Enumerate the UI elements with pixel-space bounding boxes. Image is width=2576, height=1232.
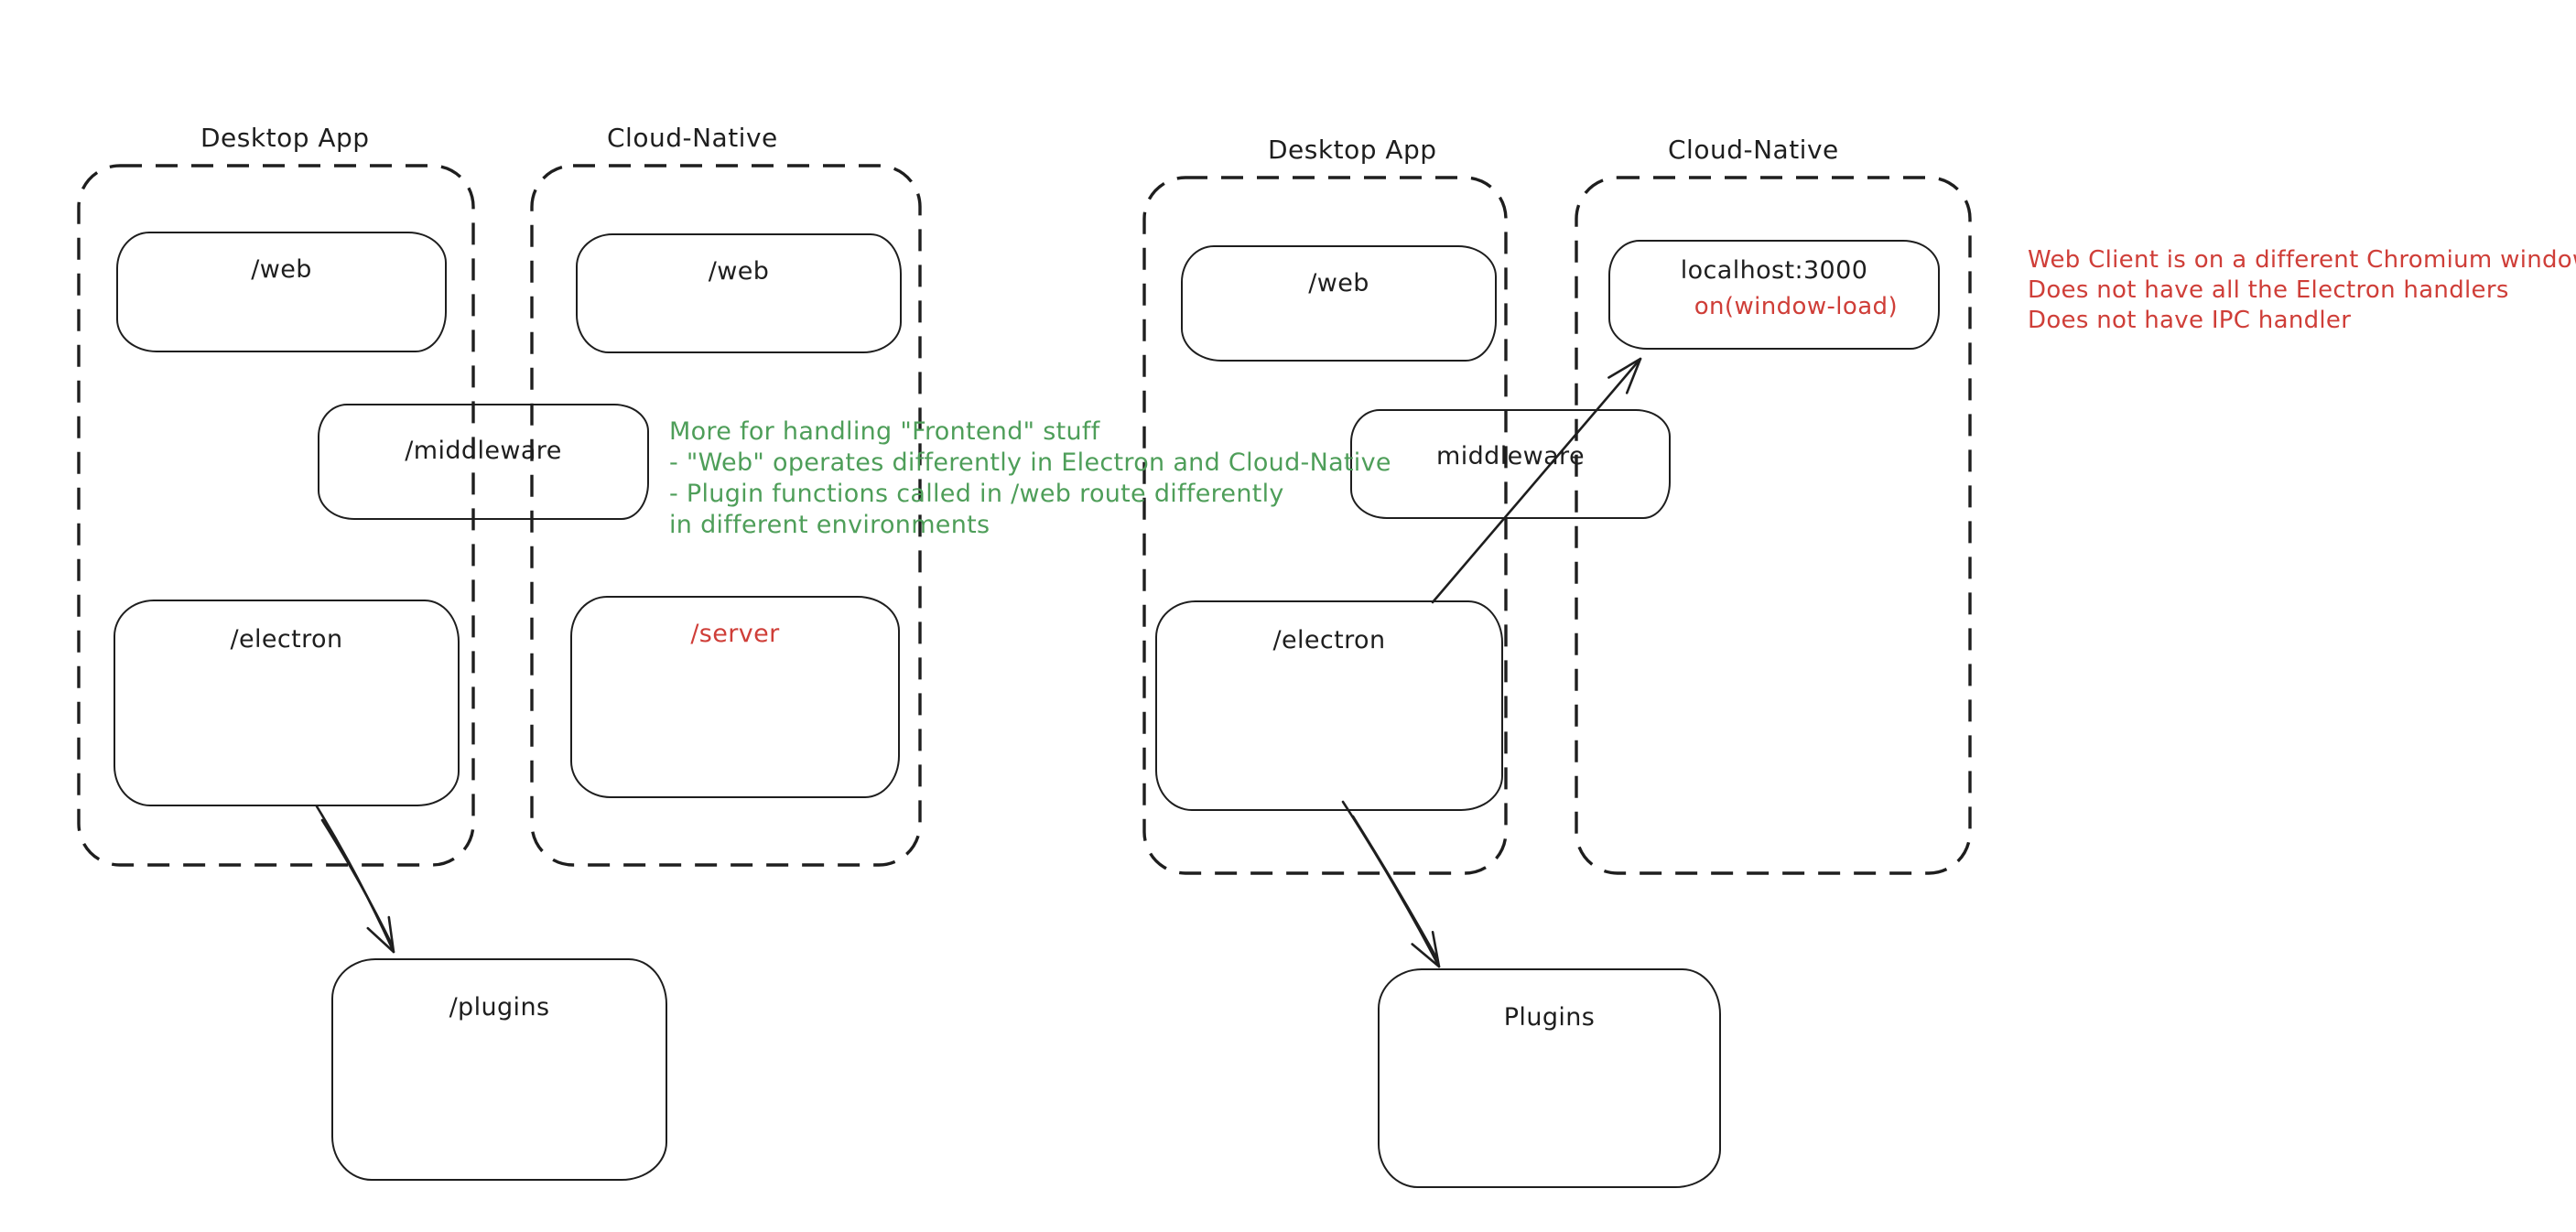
node-web-right-label: /web [1308, 269, 1369, 297]
node-plugins-left[interactable]: /plugins [331, 958, 667, 1181]
node-electron-right[interactable]: /electron [1155, 600, 1503, 811]
node-electron-left-label: /electron [230, 625, 343, 654]
node-plugins-right[interactable]: Plugins [1378, 968, 1721, 1188]
node-web-cloud-left-label: /web [708, 257, 770, 286]
note-green-line: More for handling "Frontend" stuff [669, 417, 1100, 446]
node-middleware-left-label: /middleware [405, 437, 562, 465]
group-label-desktop-app-right[interactable]: Desktop App [1268, 135, 1437, 165]
node-web-desktop-left-label: /web [251, 255, 312, 284]
on-window-load-label: on(window-load) [1694, 293, 1898, 320]
group-label-cloud-native-left[interactable]: Cloud-Native [607, 123, 778, 153]
node-electron-left[interactable]: /electron [114, 600, 460, 806]
node-server-left-label: /server [690, 620, 780, 648]
arrow-electron-to-plugins-left[interactable] [315, 805, 395, 954]
arrow-electron-to-plugins-right[interactable] [1341, 800, 1441, 968]
node-server-left[interactable]: /server [570, 596, 900, 798]
node-web-cloud-left[interactable]: /web [576, 233, 902, 353]
cloud-native-container-right[interactable] [1575, 176, 1972, 875]
node-web-desktop-left[interactable]: /web [116, 232, 447, 352]
node-middleware-right-label: middleware [1436, 442, 1585, 470]
note-green-line: - Plugin functions called in /web route … [669, 480, 1284, 508]
desktop-app-container-left[interactable] [77, 164, 475, 867]
group-label-cloud-native-right[interactable]: Cloud-Native [1668, 135, 1839, 165]
note-red-line: Does not have all the Electron handlers [2028, 276, 2509, 304]
note-red-line: Web Client is on a different Chromium wi… [2028, 246, 2576, 274]
note-red-line: Does not have IPC handler [2028, 307, 2352, 334]
cloud-native-container-left[interactable] [530, 164, 922, 867]
group-label-desktop-app-left[interactable]: Desktop App [200, 123, 370, 153]
note-green[interactable]: More for handling "Frontend" stuff - "We… [669, 416, 1391, 541]
node-plugins-left-label: /plugins [449, 993, 550, 1021]
note-green-line: - "Web" operates differently in Electron… [669, 448, 1391, 477]
note-red[interactable]: Web Client is on a different Chromium wi… [2028, 245, 2576, 336]
arrow-electron-to-localhost-right[interactable] [1431, 357, 1642, 604]
note-green-line: in different environments [669, 511, 990, 539]
desktop-app-container-right[interactable] [1142, 176, 1508, 875]
node-middleware-left[interactable]: /middleware [318, 404, 649, 520]
node-plugins-right-label: Plugins [1503, 1003, 1596, 1032]
node-localhost[interactable]: localhost:3000 on(window-load) [1608, 240, 1940, 350]
node-middleware-right[interactable]: middleware [1350, 409, 1671, 519]
localhost-label: localhost:3000 [1680, 256, 1868, 285]
node-web-right[interactable]: /web [1181, 245, 1497, 362]
node-electron-right-label: /electron [1272, 626, 1386, 654]
